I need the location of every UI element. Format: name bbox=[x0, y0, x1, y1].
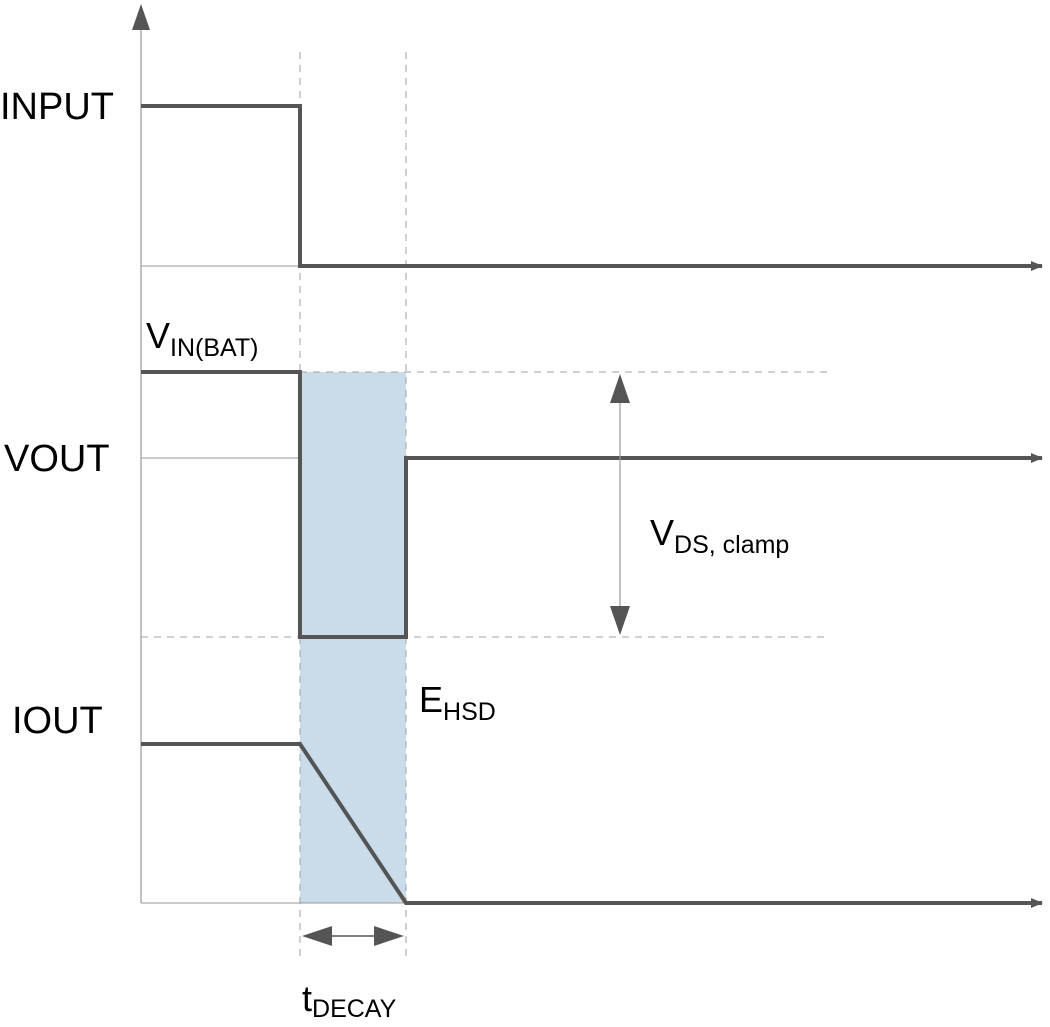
vout-waveform bbox=[141, 370, 1043, 639]
iout-label: IOUT bbox=[12, 700, 103, 742]
vds-clamp-label: VDS, clamp bbox=[650, 512, 789, 559]
vin-bat-label: VIN(BAT) bbox=[146, 315, 258, 362]
vout-label: VOUT bbox=[4, 438, 110, 480]
input-label: INPUT bbox=[0, 86, 114, 128]
tdecay-arrowhead-left bbox=[302, 926, 332, 946]
vds-clamp-arrowhead-top bbox=[610, 374, 630, 403]
tdecay-label: tDECAY bbox=[302, 978, 397, 1023]
input-waveform bbox=[141, 104, 1043, 271]
ehsd-label: EHSD bbox=[419, 679, 496, 726]
vertical-axis-arrowhead bbox=[132, 4, 150, 30]
iout-waveform bbox=[141, 742, 1043, 908]
vds-clamp-arrowhead-bottom bbox=[610, 606, 630, 635]
tdecay-arrowhead-right bbox=[374, 926, 404, 946]
